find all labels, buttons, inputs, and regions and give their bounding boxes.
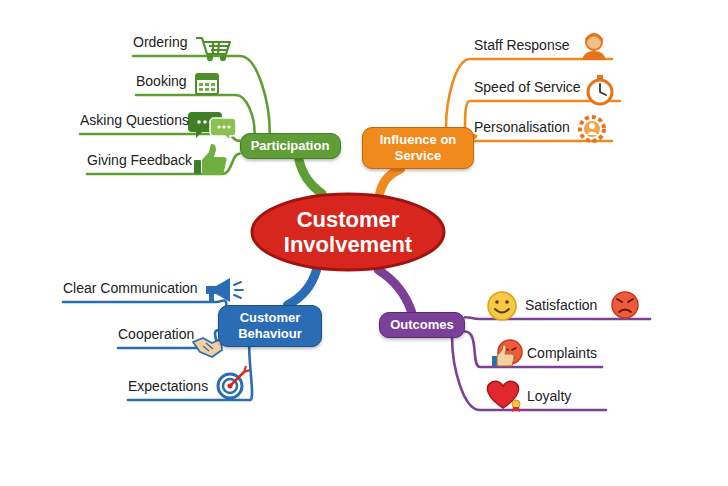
- leaf-label: Loyalty: [527, 387, 571, 405]
- leaf-label: Staff Response: [474, 36, 569, 54]
- leaf-label: Satisfaction: [525, 296, 597, 314]
- leaf-label: Asking Questions: [80, 111, 189, 129]
- branch-connector: [378, 270, 411, 312]
- happy-face-icon: [488, 292, 516, 320]
- leaf-topic: Clear Communication: [63, 279, 216, 302]
- heart-icon: [487, 381, 520, 412]
- leaf-topic: Giving Feedback: [87, 151, 222, 174]
- leaf-label: Speed of Service: [474, 78, 581, 96]
- branch-connector: [380, 169, 401, 194]
- leaf-topic: Satisfaction: [480, 296, 650, 319]
- megaphone-icon: [206, 278, 243, 302]
- leaf-connector: [452, 338, 606, 410]
- leaf-label: Booking: [136, 72, 187, 90]
- leaf-connector: [128, 347, 252, 400]
- leaf-topic: Loyalty: [480, 387, 606, 410]
- leaf-topic: Speed of Service: [470, 78, 620, 101]
- angry-face-icon: [612, 292, 638, 318]
- leaf-topic: Complaints: [480, 344, 602, 367]
- leaf-topic: Booking: [136, 72, 236, 95]
- leaf-label: Clear Communication: [63, 279, 198, 297]
- branch-topic: Outcomes: [379, 312, 465, 338]
- stopwatch-icon: [588, 75, 612, 104]
- topic-label: Customer Behaviour: [229, 310, 311, 342]
- leaf-label: Complaints: [527, 344, 597, 362]
- leaf-topic: Personalisation: [470, 118, 612, 141]
- branch-topic: Influence on Service: [362, 127, 474, 169]
- target-icon: [218, 366, 250, 398]
- topic-label: Customer Involvement: [273, 207, 423, 257]
- branch-connector: [299, 159, 322, 193]
- branch-connector: [287, 270, 316, 305]
- branch-topic: Customer Behaviour: [218, 305, 322, 347]
- leaf-topic: Asking Questions: [80, 111, 226, 134]
- leaf-topic: Cooperation: [118, 325, 216, 348]
- leaf-connector: [465, 332, 602, 368]
- gear-person-icon: [580, 117, 604, 141]
- leaf-topic: Staff Response: [470, 36, 612, 59]
- cart-icon: [196, 38, 230, 60]
- leaf-label: Personalisation: [474, 118, 570, 136]
- leaf-topic: Expectations: [128, 377, 250, 400]
- leaf-connector: [63, 300, 226, 305]
- handshake-icon: [193, 338, 222, 357]
- central-topic: Customer Involvement: [250, 192, 446, 272]
- topic-label: Participation: [251, 138, 330, 154]
- leaf-topic: Ordering: [133, 33, 240, 56]
- chat-icon: [188, 112, 236, 141]
- leaf-label: Cooperation: [118, 325, 194, 343]
- staff-icon: [582, 34, 606, 60]
- thumbs-up-icon: [194, 144, 227, 175]
- branch-topic: Participation: [240, 133, 341, 159]
- leaf-label: Ordering: [133, 33, 187, 51]
- complaint-icon: [492, 340, 522, 366]
- leaf-label: Expectations: [128, 377, 208, 395]
- topic-label: Outcomes: [390, 317, 454, 333]
- leaf-label: Giving Feedback: [87, 151, 192, 169]
- calendar-icon: [196, 74, 218, 94]
- topic-label: Influence on Service: [373, 132, 463, 164]
